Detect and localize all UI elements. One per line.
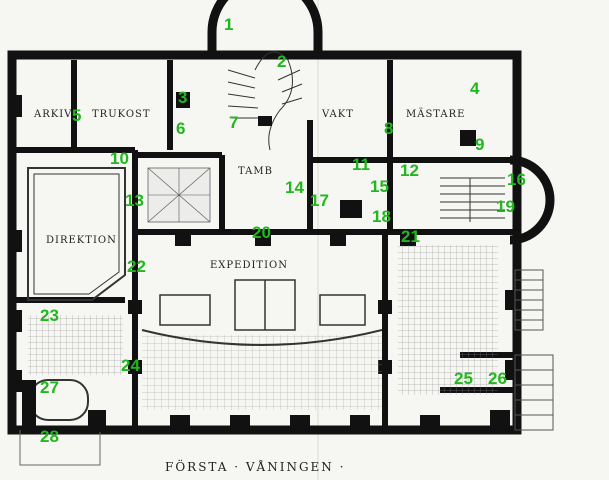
round-bay-right (509, 155, 555, 245)
tiled-floor-right (398, 245, 498, 395)
expedition-desks (159, 279, 366, 331)
stair-bay-hatch (147, 167, 211, 223)
room-label-trukost: TRUKOST (92, 109, 151, 120)
marker-2: 2 (277, 52, 286, 71)
marker-4: 4 (470, 79, 480, 98)
marker-19: 19 (496, 197, 515, 216)
marker-22: 22 (127, 257, 146, 276)
marker-28: 28 (40, 427, 59, 446)
direktion-room (27, 167, 126, 301)
marker-8: 8 (384, 119, 393, 138)
marker-7: 7 (229, 113, 238, 132)
marker-10: 10 (110, 149, 129, 168)
wall-piers (8, 92, 519, 433)
marker-14: 14 (285, 178, 304, 197)
room-label-arkiv: ARKIV (33, 109, 72, 120)
marker-17: 17 (310, 191, 329, 210)
marker-24: 24 (121, 356, 140, 375)
marker-6: 6 (176, 119, 185, 138)
plan-caption: FÖRSTA · VÅNINGEN · (165, 458, 345, 474)
numbered-markers: 1 2 3 4 5 6 7 8 9 10 11 12 13 14 15 16 1… (40, 15, 526, 446)
marker-26: 26 (488, 369, 507, 388)
right-stair (440, 177, 505, 222)
stair-tower-top (207, 0, 323, 151)
marker-11: 11 (352, 155, 370, 174)
marker-20: 20 (252, 223, 271, 242)
room-label-mastare: MÄSTARE (406, 108, 466, 120)
marker-1: 1 (224, 15, 233, 34)
marker-21: 21 (401, 227, 420, 246)
marker-27: 27 (40, 378, 59, 397)
marker-12: 12 (400, 161, 419, 180)
marker-15: 15 (370, 177, 389, 196)
marker-16: 16 (507, 170, 526, 189)
tiled-floor-expedition (142, 335, 382, 410)
exterior-stairs-right (514, 269, 554, 431)
marker-5: 5 (72, 106, 81, 125)
room-labels: ARKIV TRUKOST VAKT MÄSTARE TAMB DIREKTIO… (33, 108, 466, 271)
room-label-direktion: DIREKTION (46, 235, 117, 246)
marker-3: 3 (178, 88, 187, 107)
marker-18: 18 (372, 207, 391, 226)
room-label-vakt: VAKT (321, 109, 354, 120)
marker-13: 13 (125, 191, 144, 210)
counter-curve (141, 329, 383, 346)
room-label-expedition: EXPEDITION (210, 260, 288, 271)
left-bay (19, 379, 106, 466)
room-label-tamb: TAMB (238, 166, 273, 177)
marker-23: 23 (40, 306, 59, 325)
tiled-floor-left (28, 315, 123, 375)
marker-9: 9 (475, 135, 484, 154)
marker-25: 25 (454, 369, 473, 388)
